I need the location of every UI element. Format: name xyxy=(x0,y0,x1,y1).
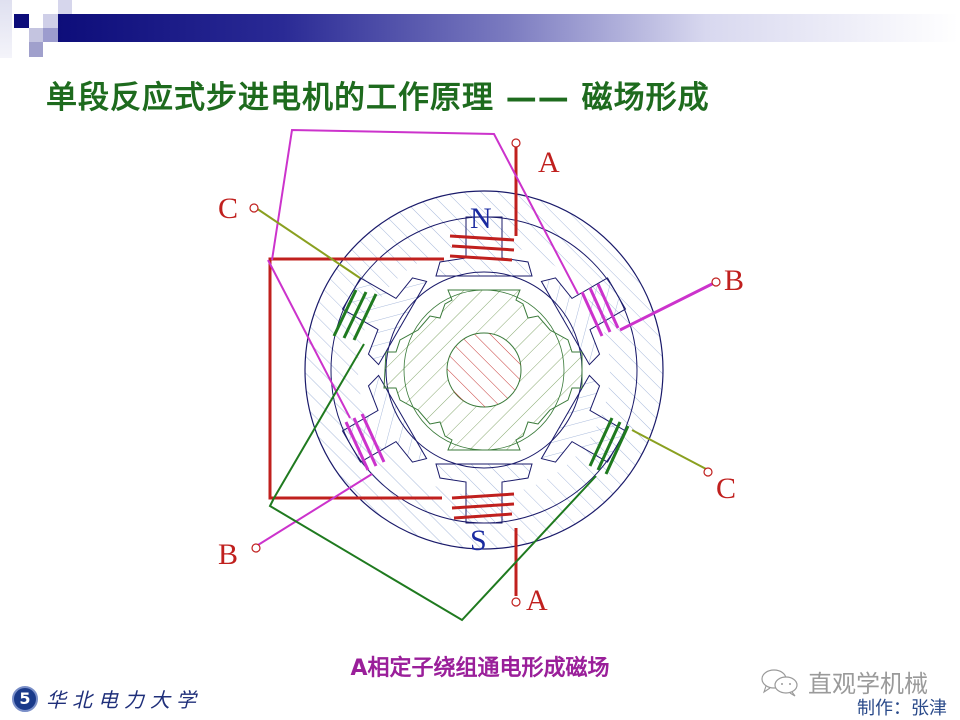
wechat-account-name: 直观学机械 xyxy=(808,670,928,698)
deco-square xyxy=(14,14,29,28)
deco-square xyxy=(0,0,12,58)
label-north-pole: N xyxy=(470,202,492,235)
label-c-right: C xyxy=(716,472,736,505)
terminal-a-bottom xyxy=(511,597,521,607)
deco-square xyxy=(29,28,43,42)
author-credit: 制作：张津 xyxy=(857,698,947,719)
wechat-watermark: 直观学机械 xyxy=(760,664,928,699)
label-a-top: A xyxy=(538,146,560,179)
terminals xyxy=(249,138,721,607)
deco-square xyxy=(43,28,58,42)
label-c-left: C xyxy=(218,192,238,225)
terminal-a-top xyxy=(511,138,521,148)
phase-c-winding xyxy=(255,207,709,622)
slide-title: 单段反应式步进电机的工作原理 —— 磁场形成 xyxy=(46,80,710,116)
phase-b-winding xyxy=(257,128,717,546)
terminal-c-left xyxy=(249,203,259,213)
university-logo-block: 5 华北电力大学 xyxy=(12,684,202,713)
deco-square xyxy=(29,42,43,57)
terminal-b-left xyxy=(251,543,261,553)
label-south-pole: S xyxy=(470,524,487,557)
university-logo-icon: 5 xyxy=(12,685,38,712)
deco-square xyxy=(43,14,58,28)
terminal-b-right xyxy=(711,277,721,287)
university-name: 华北电力大学 xyxy=(46,688,202,712)
label-a-bottom: A xyxy=(526,584,548,617)
diagram-caption: A相定子绕组通电形成磁场 xyxy=(350,656,610,681)
terminal-c-right xyxy=(703,467,713,477)
phase-a-winding xyxy=(268,146,518,596)
label-b-left: B xyxy=(218,538,238,571)
wechat-icon xyxy=(761,668,798,696)
label-b-right: B xyxy=(724,264,744,297)
header-bar xyxy=(58,14,958,42)
